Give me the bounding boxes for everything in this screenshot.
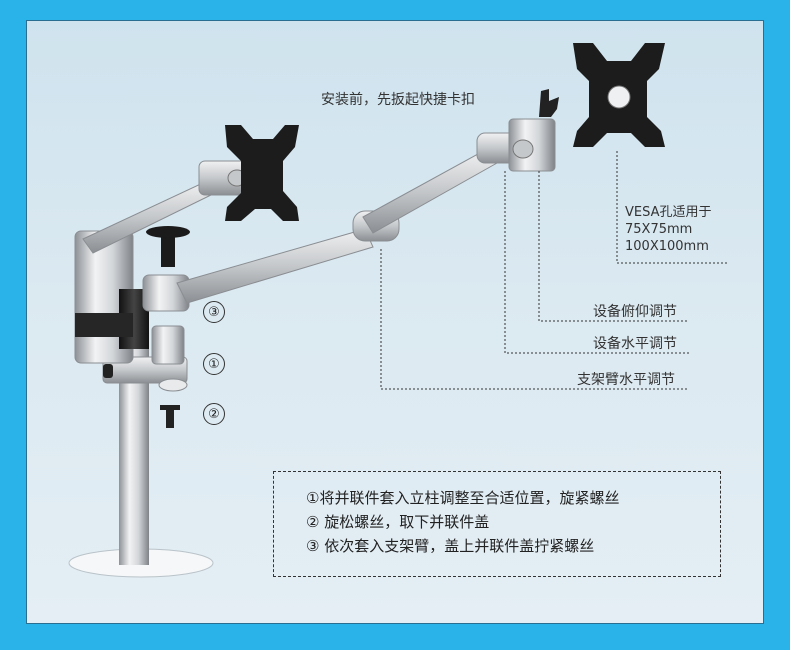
marker-1: ① (203, 353, 225, 375)
product-illustration-panel: 安装前，先扳起快捷卡扣 VESA孔适用于 75X75mm 100X100mm 设… (26, 20, 764, 624)
left-vesa-plate (225, 125, 299, 221)
arm-horizontal-adjust-label: 支架臂水平调节 (577, 372, 675, 388)
clamp-knob (103, 364, 113, 378)
right-joint-knob (512, 139, 534, 159)
right-arm-upper (362, 148, 498, 234)
vesa-compatibility-note: VESA孔适用于 75X75mm 100X100mm (625, 204, 712, 255)
instruction-step-1: ①将并联件套入立柱调整至合适位置，旋紧螺丝 (306, 489, 620, 507)
right-arm-lower (176, 228, 374, 304)
leader-lines (380, 151, 727, 390)
connector-part (151, 325, 185, 365)
tilt-adjust-label: 设备俯仰调节 (593, 304, 677, 320)
top-knob-stem (161, 237, 175, 267)
instruction-step-2: ② 旋松螺丝，取下并联件盖 (306, 513, 490, 531)
screw-head (160, 405, 180, 410)
left-arm (82, 180, 216, 254)
marker-3: ③ (203, 301, 225, 323)
latch-note-label: 安装前，先扳起快捷卡扣 (321, 92, 475, 108)
column-band (75, 313, 133, 337)
top-knob (146, 226, 190, 238)
monitor-arm-illustration (68, 43, 727, 578)
connector-cap (158, 378, 188, 392)
assembly-instructions-box: ①将并联件套入立柱调整至合适位置，旋紧螺丝 ② 旋松螺丝，取下并联件盖 ③ 依次… (273, 471, 721, 577)
quick-latch (539, 89, 559, 117)
device-horizontal-adjust-label: 设备水平调节 (593, 336, 677, 352)
vesa-size-75: 75X75mm (625, 222, 693, 237)
vesa-title: VESA孔适用于 (625, 205, 712, 220)
vesa-size-100: 100X100mm (625, 239, 709, 254)
instruction-step-3: ③ 依次套入支架臂，盖上并联件盖拧紧螺丝 (306, 537, 595, 555)
marker-2: ② (203, 403, 225, 425)
screw (166, 406, 174, 428)
vesa-center-cap (607, 85, 631, 109)
